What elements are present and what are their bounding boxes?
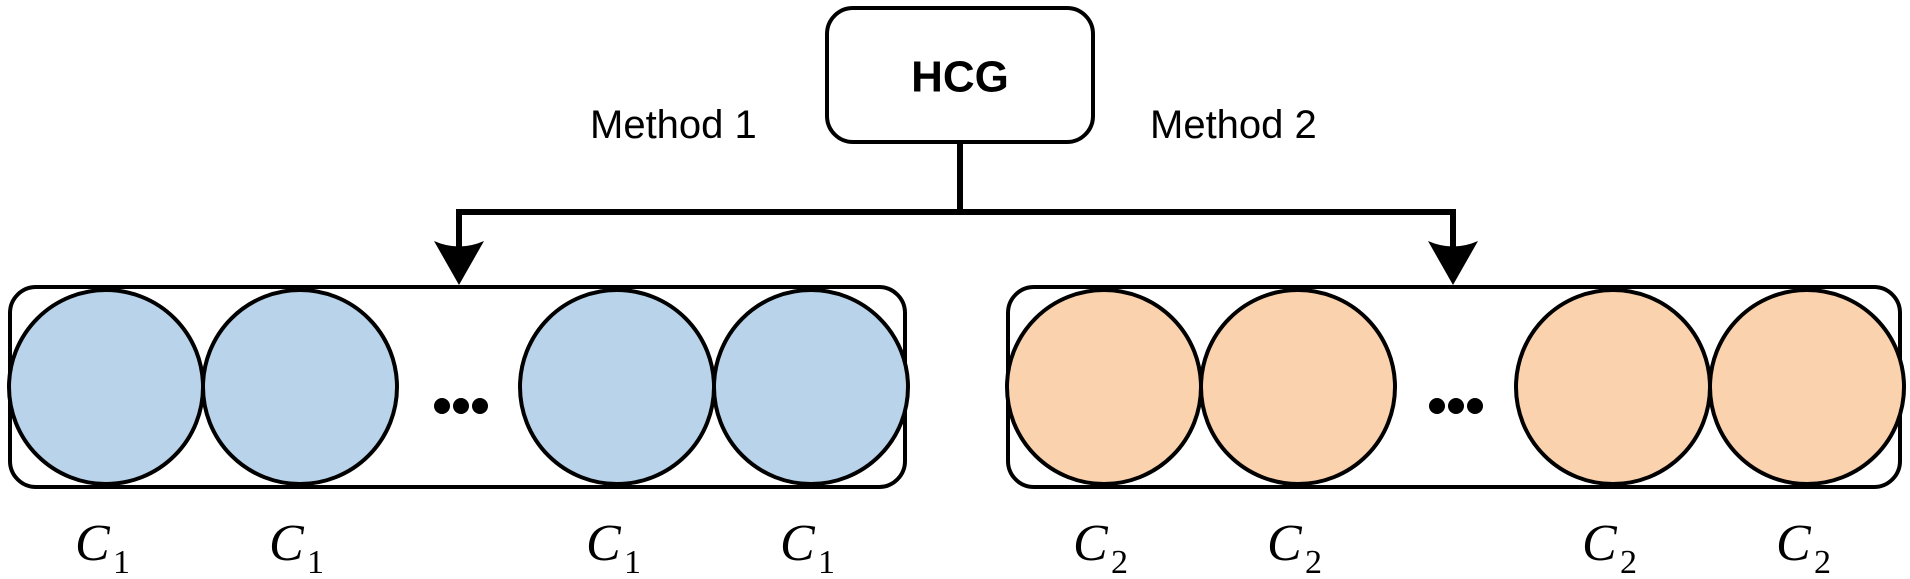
cluster-label-base: C — [1267, 515, 1303, 572]
group-2-label-1: C 2 — [1073, 515, 1128, 579]
connector-lines — [456, 142, 1456, 215]
group-1-circle-2[interactable] — [201, 288, 399, 486]
cluster-label-base: C — [1582, 515, 1618, 572]
group-1-label-3: C 1 — [586, 515, 641, 579]
group-2-label-2: C 2 — [1267, 515, 1322, 579]
method-1-arrow — [434, 212, 484, 285]
cluster-label-base: C — [269, 515, 305, 572]
method-1-label: Method 1 — [590, 103, 757, 147]
cluster-label-base: C — [1073, 515, 1109, 572]
hcg-node-label: HCG — [911, 53, 1009, 102]
cluster-label-base: C — [75, 515, 111, 572]
group-1-label-1: C 1 — [75, 515, 130, 579]
group-1[interactable]: C 1 C 1 C 1 C 1 — [7, 285, 910, 579]
group-2-circle-1[interactable] — [1005, 288, 1203, 486]
group-1-label-2: C 1 — [269, 515, 324, 579]
ellipsis-dot — [1467, 398, 1483, 414]
group-1-circle-4[interactable] — [712, 288, 910, 486]
cluster-label-subscript: 1 — [113, 544, 130, 579]
group-2[interactable]: C 2 C 2 C 2 C 2 — [1005, 285, 1906, 579]
cluster-label-subscript: 1 — [818, 544, 835, 579]
cluster-label-subscript: 1 — [307, 544, 324, 579]
ellipsis-dot — [472, 398, 488, 414]
cluster-label-subscript: 2 — [1620, 544, 1637, 579]
method-2-arrowhead — [1428, 241, 1478, 285]
group-2-label-3: C 2 — [1582, 515, 1637, 579]
cluster-label-subscript: 2 — [1305, 544, 1322, 579]
group-2-circle-3[interactable] — [1514, 288, 1712, 486]
group-2-label-4: C 2 — [1776, 515, 1831, 579]
group-1-ellipsis — [434, 398, 488, 414]
group-1-circle-1[interactable] — [7, 288, 205, 486]
method-2-arrow — [1428, 212, 1478, 285]
cluster-label-subscript: 2 — [1111, 544, 1128, 579]
method-1-arrowhead — [434, 241, 484, 285]
ellipsis-dot — [1429, 398, 1445, 414]
group-1-label-4: C 1 — [780, 515, 835, 579]
cluster-label-subscript: 2 — [1814, 544, 1831, 579]
ellipsis-dot — [1448, 398, 1464, 414]
group-2-circle-4[interactable] — [1708, 288, 1906, 486]
group-2-circle-2[interactable] — [1199, 288, 1397, 486]
cluster-label-base: C — [780, 515, 816, 572]
group-2-ellipsis — [1429, 398, 1483, 414]
ellipsis-dot — [453, 398, 469, 414]
cluster-label-base: C — [1776, 515, 1812, 572]
hcg-node[interactable]: HCG — [825, 6, 1095, 144]
group-1-circle-3[interactable] — [518, 288, 716, 486]
ellipsis-dot — [434, 398, 450, 414]
cluster-label-base: C — [586, 515, 622, 572]
cluster-label-subscript: 1 — [624, 544, 641, 579]
method-2-label: Method 2 — [1150, 103, 1317, 147]
